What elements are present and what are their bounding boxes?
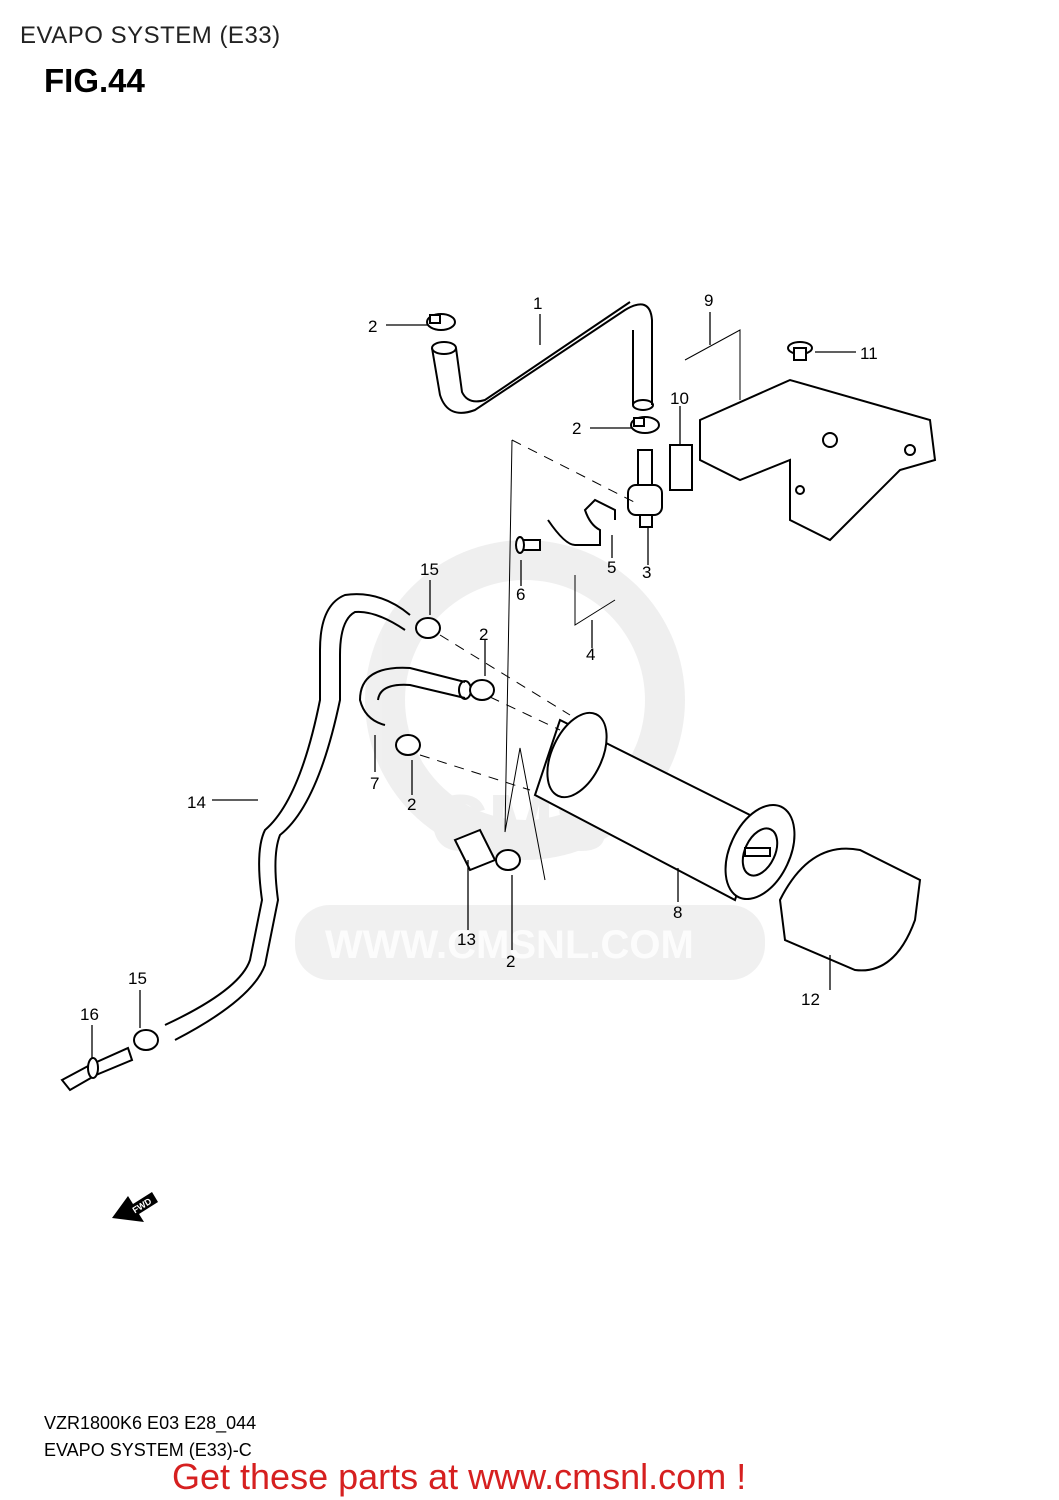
bolt-11[interactable] [787, 341, 813, 361]
watermark-logo: CMS [295, 540, 765, 980]
callout-2[interactable]: 2 [506, 952, 515, 971]
valve-3[interactable] [627, 449, 663, 528]
clamp-bracket-5[interactable] [547, 498, 616, 546]
clamp-2-hose7-bottom[interactable] [395, 734, 421, 756]
clamp-15-bottom[interactable] [133, 1029, 159, 1051]
guide-lines [419, 439, 641, 791]
callout-14[interactable]: 14 [187, 793, 206, 812]
callout-12[interactable]: 12 [801, 990, 820, 1009]
hose-14[interactable] [164, 593, 411, 1041]
clamp-2-mid[interactable] [630, 416, 660, 434]
callout-4[interactable]: 4 [586, 645, 595, 664]
callout-10[interactable]: 10 [670, 389, 689, 408]
canister-8[interactable] [533, 704, 808, 910]
bracket-9[interactable] [699, 378, 937, 542]
clamp-2-hose7-top[interactable] [469, 679, 495, 701]
callout-15[interactable]: 15 [420, 560, 439, 579]
screw-6[interactable] [515, 536, 541, 554]
callout-2[interactable]: 2 [572, 419, 581, 438]
diagram-name: EVAPO SYSTEM (E33)-C [44, 1440, 252, 1460]
promo-link[interactable]: Get these parts at www.cmsnl.com ! [172, 1456, 747, 1497]
page-header: EVAPO SYSTEM (E33) [20, 22, 281, 49]
figure-label: FIG.44 [44, 62, 145, 99]
callout-3[interactable]: 3 [642, 563, 651, 582]
fitting-16[interactable] [60, 1046, 134, 1092]
callout-2[interactable]: 2 [407, 795, 416, 814]
callout-6[interactable]: 6 [516, 585, 525, 604]
clamp-2-hose13[interactable] [495, 849, 521, 871]
callout-16[interactable]: 16 [80, 1005, 99, 1024]
callout-13[interactable]: 13 [457, 930, 476, 949]
canister-cover-12[interactable] [778, 847, 922, 972]
watermark-url: WWW.CMSNL.COM [325, 923, 694, 967]
callout-8[interactable]: 8 [673, 903, 682, 922]
callout-2[interactable]: 2 [479, 625, 488, 644]
clamp-2-top[interactable] [426, 313, 456, 331]
leader-lines [91, 312, 856, 1058]
model-code: VZR1800K6 E03 E28_044 [44, 1413, 257, 1433]
fwd-arrow-icon: FWD [112, 1192, 158, 1222]
callout-2[interactable]: 2 [368, 317, 377, 336]
callout-7[interactable]: 7 [370, 774, 379, 793]
callout-1[interactable]: 1 [533, 294, 542, 313]
clip-10[interactable] [669, 444, 693, 491]
callout-15[interactable]: 15 [128, 969, 147, 988]
callout-9[interactable]: 9 [704, 291, 713, 310]
callout-11[interactable]: 11 [860, 344, 878, 363]
callout-5[interactable]: 5 [607, 558, 616, 577]
bracket-frame-lines [504, 329, 741, 881]
clamp-15-top[interactable] [415, 617, 441, 639]
hose-1[interactable] [431, 301, 654, 414]
